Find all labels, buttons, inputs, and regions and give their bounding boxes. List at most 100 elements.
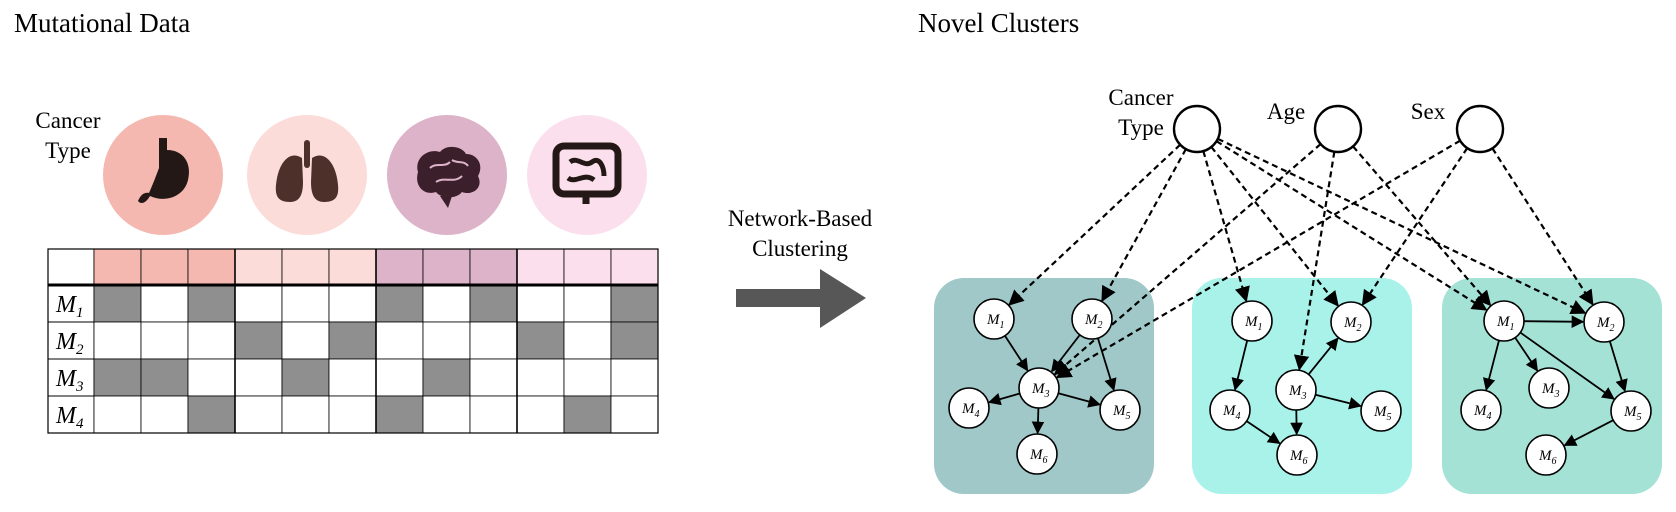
mutation-node-label: M2 (1596, 315, 1615, 334)
mutation-node: M6 (1016, 433, 1058, 475)
matrix-header-cell (563, 248, 612, 286)
matrix-cell-wildtype (469, 358, 518, 397)
matrix-header-cell (93, 248, 142, 286)
matrix-cell-wildtype (140, 395, 189, 434)
matrix-cell-wildtype (422, 395, 471, 434)
mutation-edge (1307, 337, 1339, 376)
matrix-cell-wildtype (140, 284, 189, 323)
mutation-node-label: M3 (1541, 381, 1560, 400)
covariate-edge (1008, 143, 1181, 306)
matrix-cell-wildtype (375, 321, 424, 360)
matrix-cell-wildtype (140, 321, 189, 360)
matrix-cell-mutated (281, 358, 330, 397)
mutation-node-label: M6 (1289, 448, 1308, 467)
mutation-node: M2 (1330, 301, 1372, 343)
mutation-node: M4 (1460, 389, 1502, 431)
mutation-edge (1523, 315, 1585, 328)
mutation-node-label: M4 (1473, 403, 1492, 422)
mutation-edge (1004, 335, 1029, 372)
mutation-node-label: M4 (1222, 403, 1241, 422)
covariate-edge (1101, 148, 1187, 302)
mutation-node-label: M1 (986, 312, 1005, 331)
matrix-cell-mutated (328, 321, 377, 360)
organ-circle-lungs (247, 115, 367, 235)
covariate-edge (1055, 139, 1461, 379)
matrix-header-cell (234, 248, 283, 286)
mutation-node-label: M5 (1373, 404, 1392, 423)
mutation-node: M5 (1610, 390, 1652, 432)
mutation-node: M3 (1528, 367, 1570, 409)
arrow-label-line1: Network-Based (728, 206, 873, 231)
mutation-edge (1519, 331, 1615, 400)
matrix-cell-mutated (140, 358, 189, 397)
matrix-header-cell (281, 248, 330, 286)
matrix-header-cell (516, 248, 565, 286)
covariate-node-sex: Sex (1411, 99, 1505, 154)
mutation-node: M4 (1209, 389, 1251, 431)
matrix-cell-wildtype (187, 358, 236, 397)
mutation-node: M5 (1360, 390, 1402, 432)
mutation-edge (1231, 340, 1249, 391)
matrix-header-cell (140, 248, 189, 286)
matrix-cell-mutated (93, 284, 142, 323)
cancer-type-label-line2: Type (45, 138, 91, 163)
matrix-cell-mutated (93, 358, 142, 397)
matrix-row-label: M3 (55, 366, 84, 395)
matrix-cell-wildtype (93, 395, 142, 434)
matrix-cell-wildtype (93, 321, 142, 360)
organ-circle-stomach (103, 115, 223, 235)
mutation-node-label: M2 (1084, 312, 1103, 331)
matrix-cell-wildtype (563, 284, 612, 323)
mutation-node-label: M5 (1623, 404, 1642, 423)
matrix-cell-wildtype (281, 321, 330, 360)
brain-icon (417, 146, 481, 208)
matrix-header-cell (328, 248, 377, 286)
matrix-cell-wildtype (328, 358, 377, 397)
matrix-cell-wildtype (328, 395, 377, 434)
matrix-row-label: M1 (55, 292, 84, 321)
mutation-node: M3 (1275, 369, 1317, 411)
matrix-row-label: M4 (55, 403, 84, 432)
matrix-cell-wildtype (375, 358, 424, 397)
mutation-node-label: M4 (961, 401, 980, 420)
mutation-edge (1058, 392, 1101, 408)
matrix-cell-wildtype (187, 321, 236, 360)
covariate-label: Age (1267, 99, 1305, 124)
mutation-edge (1563, 419, 1614, 447)
matrix-cell-mutated (563, 395, 612, 434)
matrix-header-cell (610, 248, 659, 286)
matrix-cell-wildtype (563, 358, 612, 397)
matrix-corner-cell (47, 248, 95, 286)
matrix-cell-mutated (375, 284, 424, 323)
matrix-row-label-cell (47, 321, 95, 360)
matrix-cell-wildtype (516, 284, 565, 323)
mutation-node-label: M6 (1538, 448, 1557, 467)
matrix-cell-wildtype (328, 284, 377, 323)
matrix-cell-wildtype (234, 358, 283, 397)
matrix-cell-mutated (610, 284, 659, 323)
matrix-cell-wildtype (234, 395, 283, 434)
matrix-cell-wildtype (610, 358, 659, 397)
matrix-cell-mutated (516, 321, 565, 360)
cancer-type-label-line1: Cancer (35, 108, 100, 133)
mutation-node-label: M3 (1288, 383, 1307, 402)
matrix-cell-mutated (187, 284, 236, 323)
mutation-edge (1097, 337, 1117, 392)
mutation-node-label: M1 (1496, 314, 1515, 333)
organ-circle-brain (387, 115, 507, 235)
mutation-node: M1 (1483, 300, 1525, 342)
matrix-cell-mutated (422, 358, 471, 397)
mutation-edge (1246, 420, 1281, 445)
matrix-cell-wildtype (469, 395, 518, 434)
mutation-node: M2 (1583, 301, 1625, 343)
matrix-cell-wildtype (422, 321, 471, 360)
clustering-arrow: Network-Based Clustering (728, 206, 873, 328)
mutation-edge (1315, 393, 1362, 410)
matrix-cell-mutated (187, 395, 236, 434)
covariate-edge (1217, 137, 1587, 315)
mutation-node-label: M6 (1029, 447, 1048, 466)
